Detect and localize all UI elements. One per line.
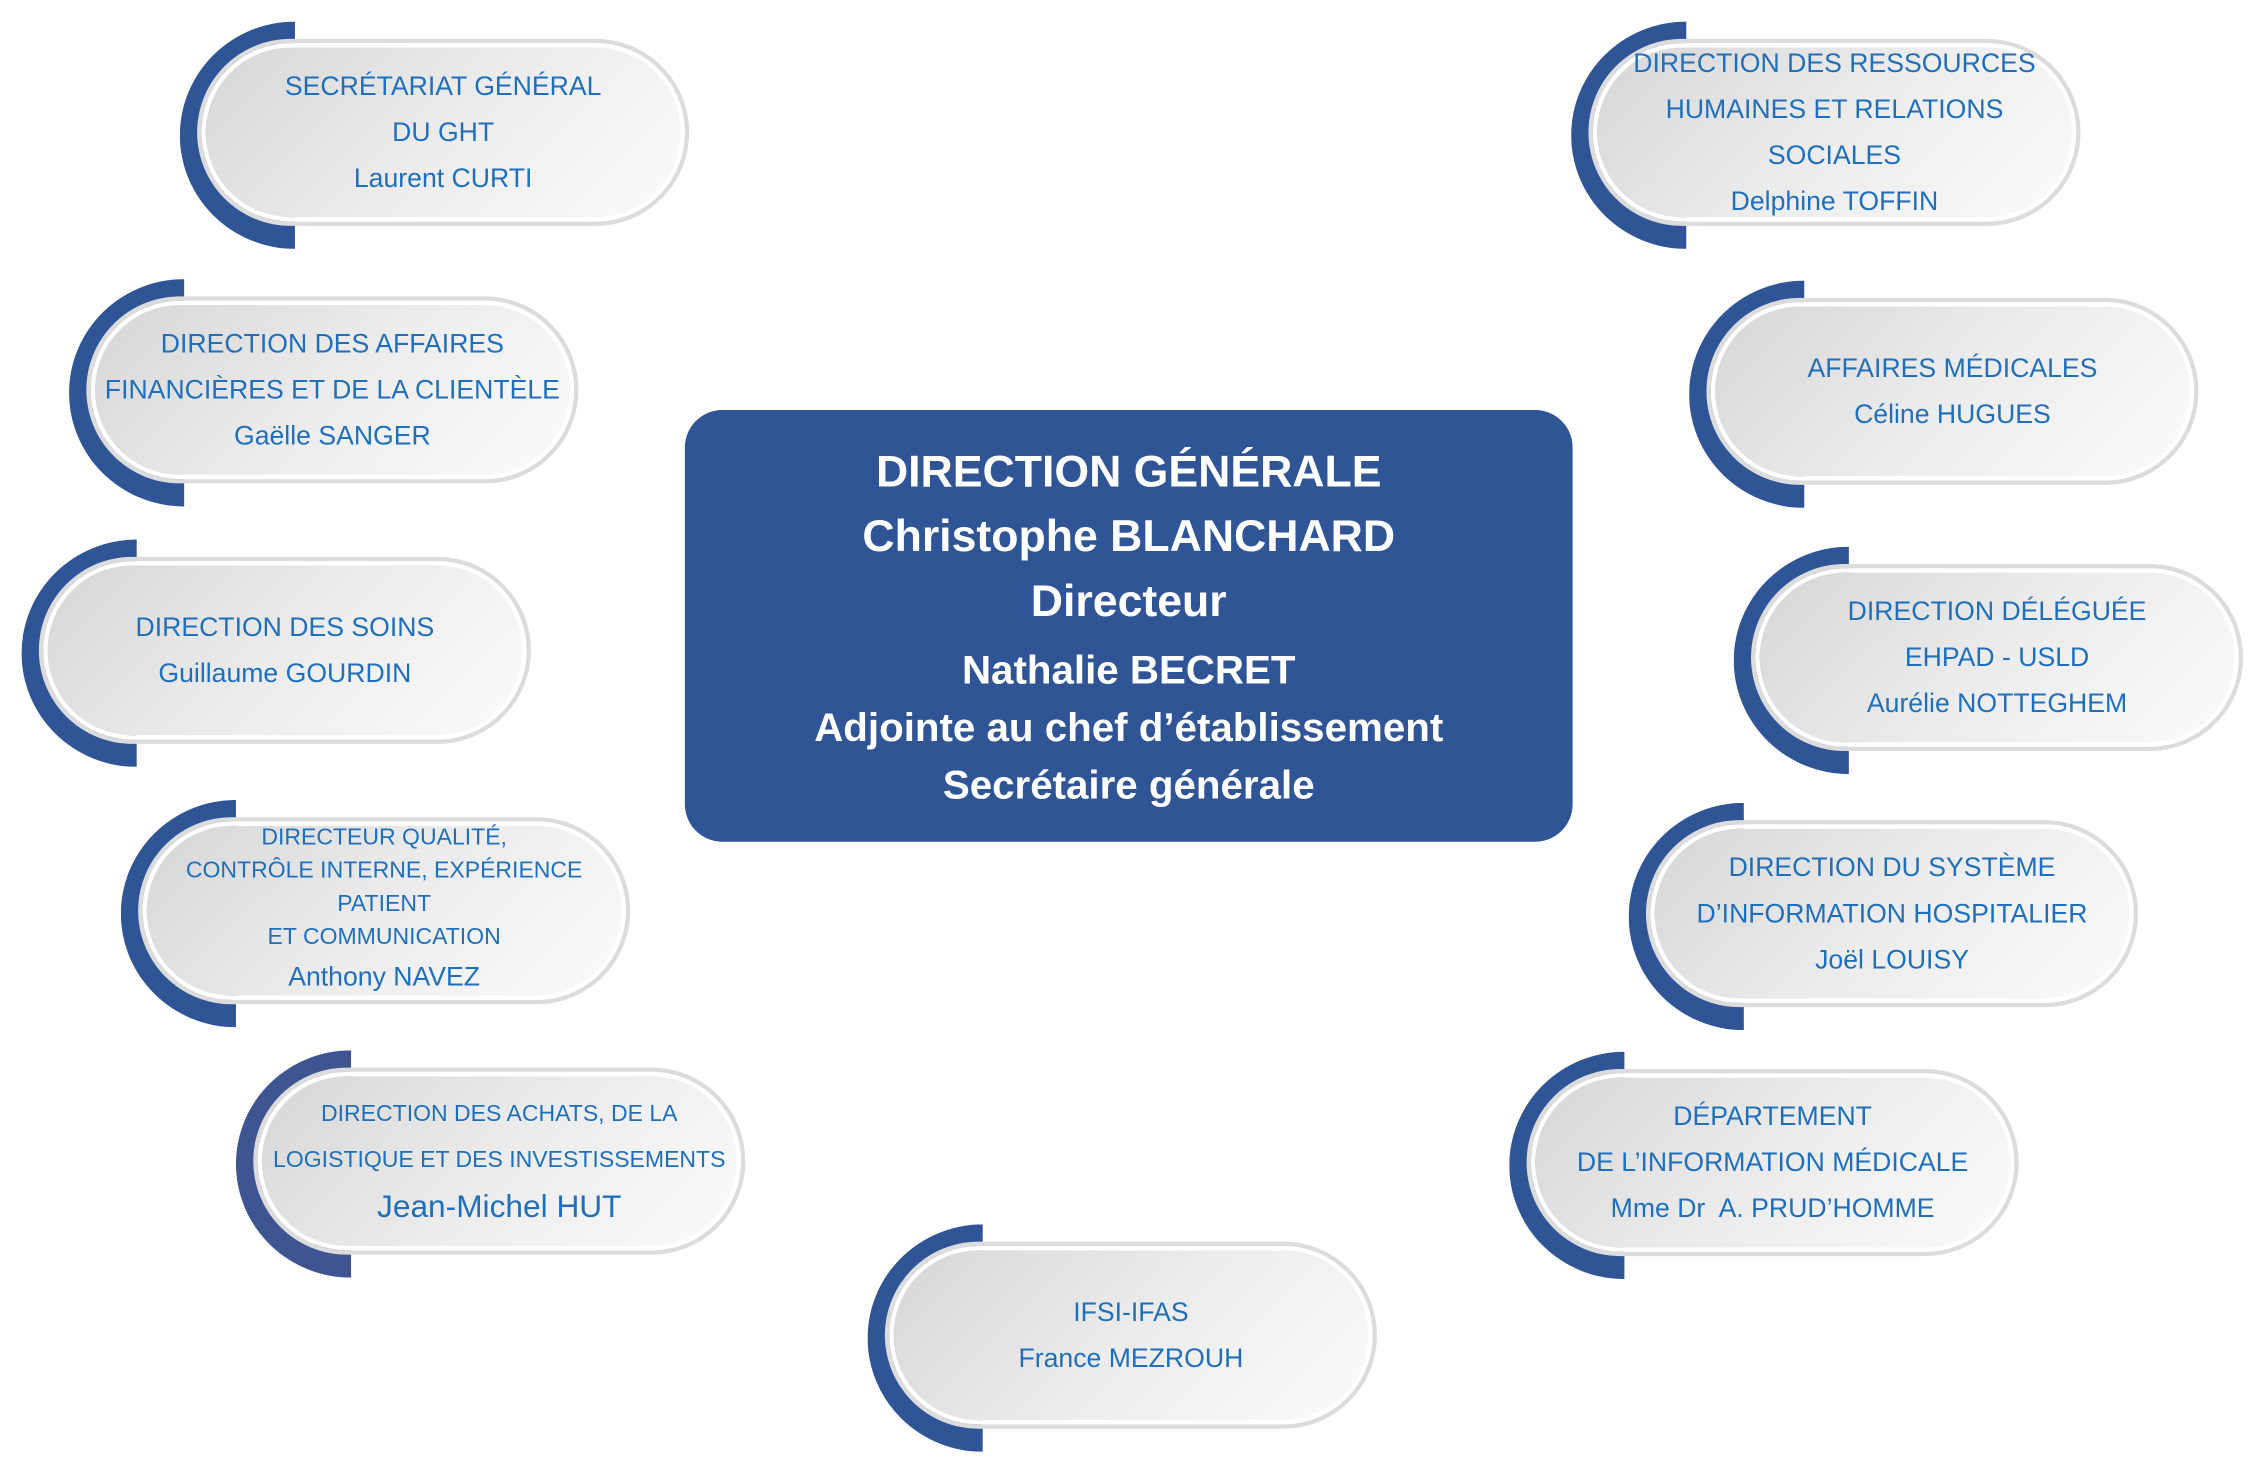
node-title: IFSI-IFAS bbox=[1073, 1296, 1189, 1327]
node-person: Céline HUGUES bbox=[1854, 398, 2051, 429]
node-title: DU GHT bbox=[392, 116, 495, 147]
node-secretariat: SECRÉTARIAT GÉNÉRAL DU GHT Laurent CURTI bbox=[179, 21, 698, 252]
node-person: Delphine TOFFIN bbox=[1730, 185, 1939, 216]
pill: DIRECTION DES ACHATS, DE LA LOGISTIQUE E… bbox=[257, 1071, 741, 1251]
node-dim: DÉPARTEMENT DE L’INFORMATION MÉDICALE Mm… bbox=[1509, 1051, 2027, 1282]
director-name: Christophe BLANCHARD bbox=[862, 510, 1396, 561]
node-title: DIRECTION DES SOINS bbox=[135, 611, 435, 642]
node-finances: DIRECTION DES AFFAIRES FINANCIÈRES ET DE… bbox=[69, 279, 587, 509]
node-title: D’INFORMATION HOSPITALIER bbox=[1696, 897, 2088, 929]
node-deleguee: DIRECTION DÉLÉGUÉE EHPAD - USLD Aurélie … bbox=[1733, 546, 2252, 777]
deputy-role: Adjointe au chef d’établissement bbox=[814, 704, 1444, 749]
pill: DIRECTION DÉLÉGUÉE EHPAD - USLD Aurélie … bbox=[1755, 568, 2239, 747]
node-person: Joël LOUISY bbox=[1815, 943, 1969, 975]
node-title: DÉPARTEMENT bbox=[1673, 1100, 1872, 1131]
node-ifsi: IFSI-IFAS France MEZROUH bbox=[867, 1224, 1386, 1454]
node-title: AFFAIRES MÉDICALES bbox=[1807, 352, 2098, 383]
node-title: DIRECTEUR QUALITÉ, bbox=[261, 825, 507, 851]
node-person: Guillaume GOURDIN bbox=[158, 657, 412, 688]
node-title: EHPAD - USLD bbox=[1904, 641, 2090, 672]
node-title: LOGISTIQUE ET DES INVESTISSEMENTS bbox=[273, 1148, 726, 1173]
node-title: DIRECTION DES AFFAIRES bbox=[160, 328, 504, 359]
deputy-name: Nathalie BECRET bbox=[961, 646, 1296, 692]
pill: IFSI-IFAS France MEZROUH bbox=[889, 1246, 1373, 1425]
node-title: FINANCIÈRES ET DE LA CLIENTÈLE bbox=[104, 374, 560, 405]
node-person: Aurélie NOTTEGHEM bbox=[1866, 687, 2128, 718]
pill: AFFAIRES MÉDICALES Céline HUGUES bbox=[1710, 302, 2195, 481]
node-title: HUMAINES ET RELATIONS SOCIALES bbox=[1665, 93, 2004, 170]
node-person: Jean-Michel HUT bbox=[377, 1188, 622, 1225]
node-person: Gaëlle SANGER bbox=[233, 420, 431, 451]
node-title: CONTRÔLE INTERNE, EXPÉRIENCE PATIENT bbox=[185, 858, 583, 917]
director-role: Directeur bbox=[1030, 574, 1227, 626]
pill: DIRECTEUR QUALITÉ, CONTRÔLE INTERNE, EXP… bbox=[142, 821, 626, 1000]
pill: DIRECTION DES AFFAIRES FINANCIÈRES ET DE… bbox=[90, 300, 575, 480]
node-title: DE L’INFORMATION MÉDICALE bbox=[1576, 1146, 1969, 1177]
node-person: Mme Dr A. PRUD’HOMME bbox=[1610, 1192, 1935, 1223]
node-affaires-medicales: AFFAIRES MÉDICALES Céline HUGUES bbox=[1689, 280, 2207, 511]
node-title: ET COMMUNICATION bbox=[267, 925, 501, 950]
node-title: DIRECTION DÉLÉGUÉE bbox=[1847, 595, 2147, 626]
node-soins: DIRECTION DES SOINS Guillaume GOURDIN bbox=[21, 539, 540, 770]
node-title: DIRECTION DES RESSOURCES bbox=[1633, 47, 2036, 78]
node-sih: DIRECTION DU SYSTÈME D’INFORMATION HOSPI… bbox=[1628, 802, 2147, 1033]
node-person: Anthony NAVEZ bbox=[288, 961, 481, 992]
pill: DIRECTION DU SYSTÈME D’INFORMATION HOSPI… bbox=[1650, 824, 2134, 1003]
center-title: DIRECTION GÉNÉRALE bbox=[875, 445, 1382, 496]
pill: SECRÉTARIAT GÉNÉRAL DU GHT Laurent CURTI bbox=[201, 43, 685, 222]
node-qualite: DIRECTEUR QUALITÉ, CONTRÔLE INTERNE, EXP… bbox=[120, 799, 639, 1030]
deputy-role-2: Secrétaire générale bbox=[942, 761, 1315, 807]
pill: DÉPARTEMENT DE L’INFORMATION MÉDICALE Mm… bbox=[1530, 1073, 2015, 1252]
pill: DIRECTION DES SOINS Guillaume GOURDIN bbox=[43, 561, 527, 740]
node-achats: DIRECTION DES ACHATS, DE LA LOGISTIQUE E… bbox=[235, 1050, 754, 1280]
node-person: France MEZROUH bbox=[1018, 1342, 1244, 1373]
node-rh: DIRECTION DES RESSOURCES HUMAINES ET REL… bbox=[1571, 21, 2089, 252]
pill: DIRECTION DES RESSOURCES HUMAINES ET REL… bbox=[1592, 43, 2077, 222]
node-title: DIRECTION DU SYSTÈME bbox=[1728, 851, 2056, 882]
node-title: DIRECTION DES ACHATS, DE LA bbox=[321, 1102, 678, 1127]
direction-generale-box: DIRECTION GÉNÉRALE Christophe BLANCHARD … bbox=[684, 410, 1573, 842]
node-person: Laurent CURTI bbox=[353, 162, 533, 193]
node-title: SECRÉTARIAT GÉNÉRAL bbox=[284, 70, 602, 101]
